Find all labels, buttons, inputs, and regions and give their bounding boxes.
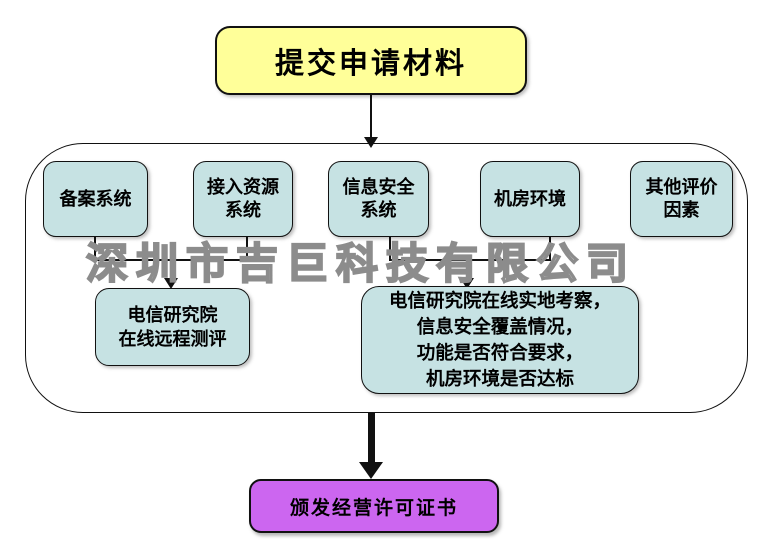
system-node-filing-system: 备案系统 bbox=[43, 161, 148, 237]
system-node-server-room-environment: 机房环境 bbox=[480, 161, 580, 237]
start-node-submit-application: 提交申请材料 bbox=[215, 26, 527, 95]
arrow-down-icon bbox=[164, 278, 178, 289]
arrow-to-onsite-eval-shaft bbox=[466, 259, 468, 279]
arrow-down-icon bbox=[460, 278, 474, 289]
system-node-info-security-system: 信息安全 系统 bbox=[328, 161, 429, 237]
onsite-eval-node: 电信研究院在线实地考察， 信息安全覆盖情况， 功能是否符合要求， 机房环境是否达… bbox=[361, 286, 639, 394]
connector-room-down bbox=[549, 237, 551, 261]
evaluation-group-container bbox=[25, 143, 748, 413]
connector-access-down bbox=[246, 237, 248, 261]
system-node-other-factors: 其他评价 因素 bbox=[630, 161, 733, 237]
arrow-to-remote-eval-shaft bbox=[170, 259, 172, 279]
connector-right-horizontal bbox=[389, 259, 551, 261]
arrow-down-icon bbox=[359, 462, 383, 479]
arrow-down-icon bbox=[364, 137, 378, 148]
system-node-access-resource-system: 接入资源 系统 bbox=[193, 161, 293, 237]
arrow-group-to-end-shaft bbox=[368, 412, 375, 462]
arrow-start-to-group-shaft bbox=[370, 95, 372, 137]
connector-filing-down bbox=[94, 237, 96, 261]
end-node-issue-license: 颁发经营许可证书 bbox=[249, 479, 499, 533]
connector-security-down bbox=[389, 237, 391, 261]
remote-eval-node: 电信研究院 在线远程测评 bbox=[95, 288, 250, 366]
